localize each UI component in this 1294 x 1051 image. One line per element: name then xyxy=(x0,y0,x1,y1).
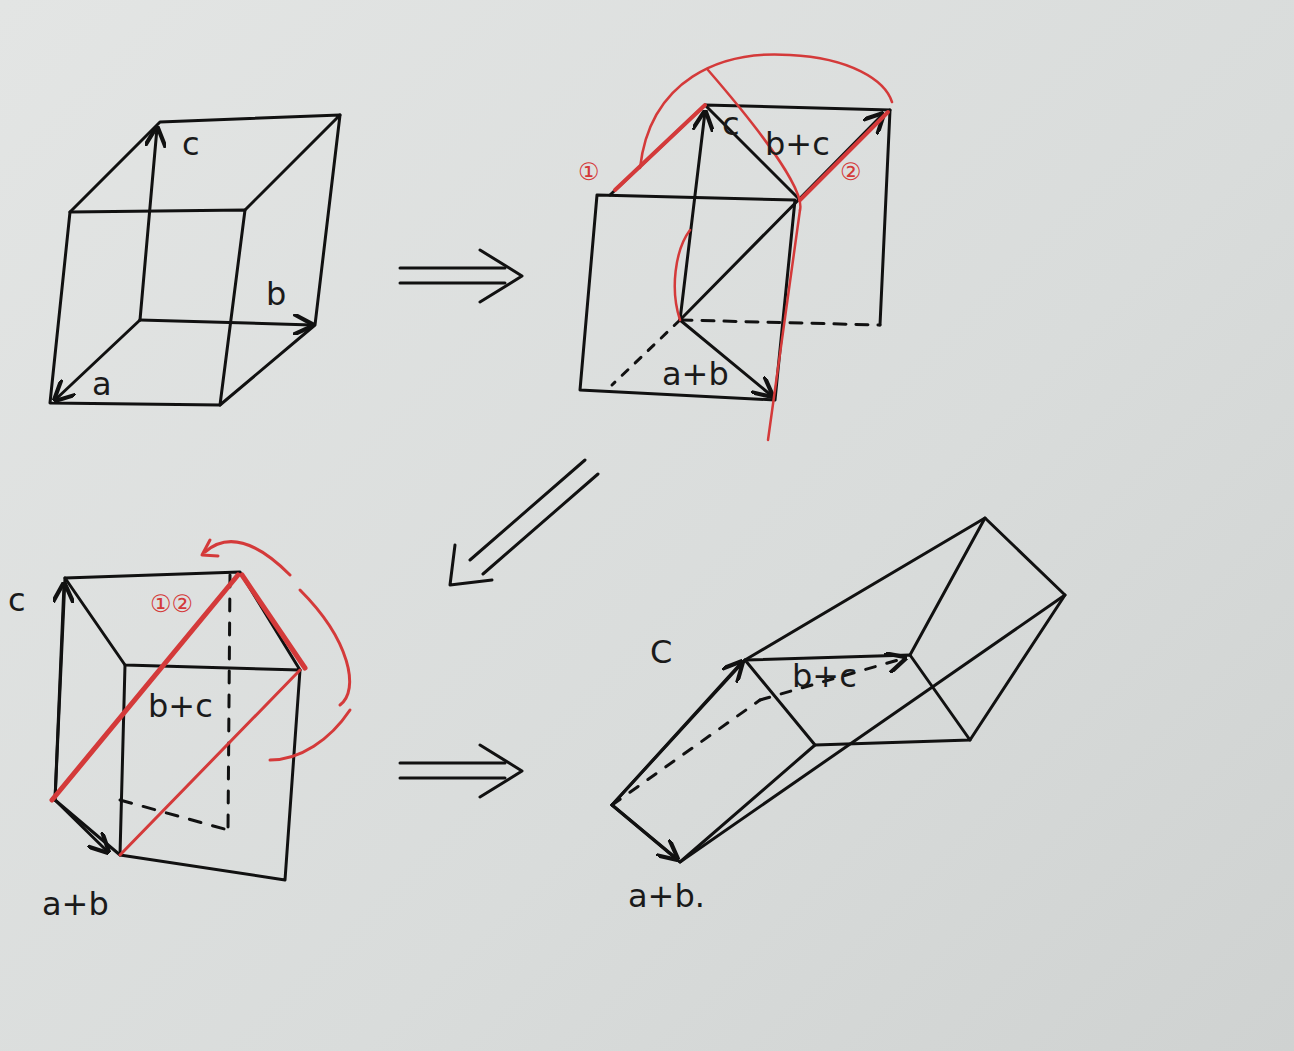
vector-label: b+c xyxy=(765,128,830,160)
transform-arrow xyxy=(450,460,598,585)
vector-label: C xyxy=(650,636,672,668)
vector-label: a xyxy=(92,368,112,400)
vector-label: a+b xyxy=(42,888,109,920)
transform-arrow xyxy=(400,745,522,797)
vector-label: c xyxy=(8,584,26,616)
callout-number: ② xyxy=(840,160,862,184)
transform-arrow xyxy=(400,250,522,302)
callout-number: ① xyxy=(578,160,600,184)
vector-label: c xyxy=(722,108,740,140)
vector-label: b+c xyxy=(148,690,213,722)
vector-label: a+b xyxy=(662,358,729,390)
red-markup xyxy=(615,54,892,440)
vector-label: c xyxy=(182,128,200,160)
cell-step-two xyxy=(580,105,890,400)
vector-label: b+c xyxy=(792,660,857,692)
vector-label: a+b. xyxy=(628,880,705,912)
red-markup xyxy=(52,540,350,855)
cell-transformed xyxy=(612,518,1065,862)
callout-number: ①② xyxy=(150,592,193,616)
vector-label: b xyxy=(266,278,286,310)
cell-step-three xyxy=(55,572,300,880)
cell-original xyxy=(50,115,340,405)
